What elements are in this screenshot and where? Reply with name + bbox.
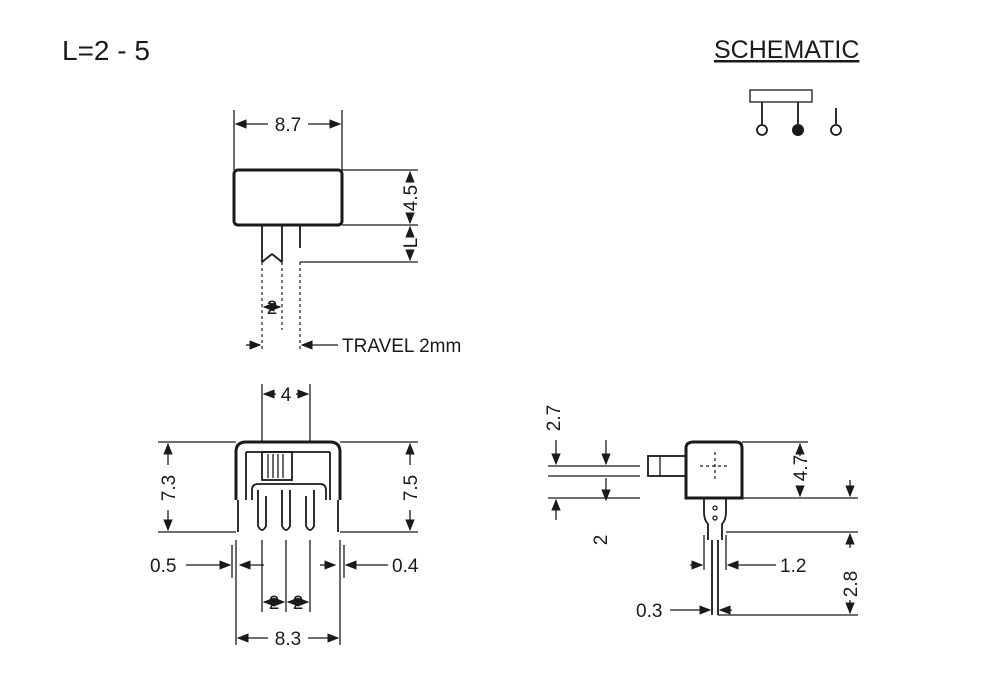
- dim-body-height: 4.7: [791, 455, 812, 481]
- dim-lever-2-7: 2.7: [544, 405, 565, 431]
- dim-right-height: 7.5: [401, 475, 422, 501]
- length-note: L=2 - 5: [62, 35, 150, 66]
- dim-pitch-right: 2: [293, 593, 304, 614]
- side-view: 2.7 2 4.7 1.2 2.8 0.3: [544, 405, 862, 622]
- dim-height-4-5: 4.5: [401, 185, 422, 211]
- schematic-symbol: [749, 89, 842, 136]
- switch-body-front: [234, 440, 342, 500]
- dim-pitch-left: 2: [269, 593, 280, 614]
- dim-lever-length: L: [401, 238, 422, 249]
- dim-lever-offset: 2: [591, 535, 612, 546]
- dim-slot-width: 4: [281, 385, 292, 406]
- dim-pin-thickness: 0.3: [636, 601, 662, 622]
- switch-body-side: [684, 440, 744, 500]
- dim-pin-length: 2.8: [841, 571, 862, 597]
- dim-pin-width: 1.2: [780, 556, 806, 577]
- dim-width-8-7: 8.7: [275, 115, 301, 136]
- dim-overall-width: 8.3: [275, 629, 301, 650]
- dim-lever-width: 2: [267, 298, 278, 319]
- top-view: 8.7 4.5 L 2 TRAVEL 2mm: [232, 110, 461, 357]
- dim-right-pin: 0.4: [392, 556, 419, 577]
- slider-knob: [261, 451, 293, 481]
- switch-body-top: [232, 168, 344, 227]
- dim-left-height: 7.3: [159, 475, 180, 501]
- dim-left-pin: 0.5: [150, 556, 176, 577]
- schematic-title: SCHEMATIC: [714, 36, 859, 64]
- side-lever: [647, 455, 687, 477]
- front-view: 4 7.3 7.5: [150, 384, 422, 650]
- travel-label: TRAVEL 2mm: [342, 336, 461, 357]
